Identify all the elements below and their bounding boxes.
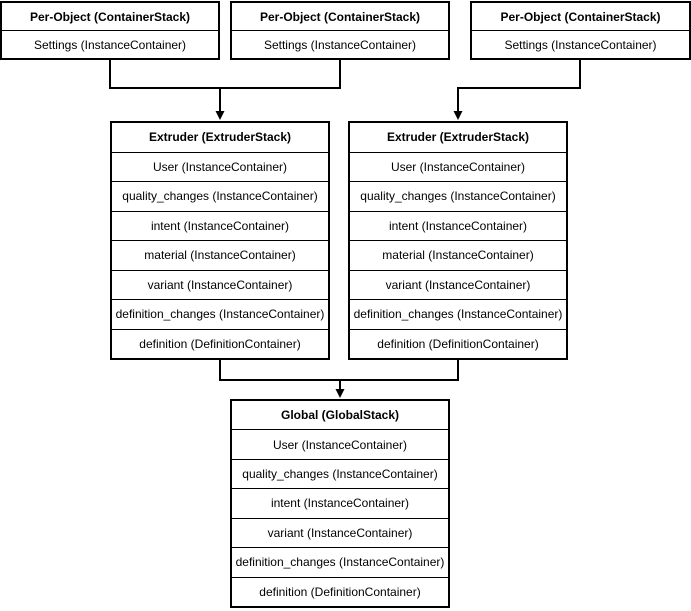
extruder-stack-left-row-material: material (InstanceContainer) <box>112 240 328 270</box>
extruder-stack-right-row-definition-changes: definition_changes (InstanceContainer) <box>350 299 566 329</box>
per-object-stack-1-row-settings: Settings (InstanceContainer) <box>2 30 218 58</box>
per-object-stack-3-title: Per-Object (ContainerStack) <box>500 9 661 24</box>
extruder-stack-right: Extruder (ExtruderStack) User (InstanceC… <box>348 121 568 360</box>
per-object-stack-1: Per-Object (ContainerStack) Settings (In… <box>0 1 220 60</box>
connector-extruders-to-global <box>219 360 459 398</box>
per-object-stack-1-title: Per-Object (ContainerStack) <box>29 9 191 24</box>
extruder-stack-left: Extruder (ExtruderStack) User (InstanceC… <box>110 121 330 360</box>
arrowhead-down-icon <box>215 111 225 120</box>
extruder-stack-left-row-definition-changes: definition_changes (InstanceContainer) <box>112 299 328 329</box>
connector-perobject-to-extruder-right <box>453 60 581 120</box>
global-stack-row-definition: definition (DefinitionContainer) <box>232 576 448 606</box>
per-object-stack-3: Per-Object (ContainerStack) Settings (In… <box>470 1 691 60</box>
extruder-stack-left-row-intent: intent (InstanceContainer) <box>112 210 328 241</box>
extruder-stack-left-title: Extruder (ExtruderStack) <box>148 130 292 145</box>
extruder-stack-right-row-quality-changes: quality_changes (InstanceContainer) <box>350 181 566 211</box>
per-object-stack-3-row-settings: Settings (InstanceContainer) <box>472 30 689 58</box>
extruder-stack-right-row-definition: definition (DefinitionContainer) <box>350 328 566 359</box>
per-object-stack-2: Per-Object (ContainerStack) Settings (In… <box>230 1 450 60</box>
extruder-stack-right-row-variant: variant (InstanceContainer) <box>350 269 566 300</box>
extruder-stack-left-row-definition: definition (DefinitionContainer) <box>112 328 328 359</box>
global-stack-row-intent: intent (InstanceContainer) <box>232 488 448 517</box>
global-stack-row-user: User (InstanceContainer) <box>232 429 448 458</box>
extruder-stack-right-row-user: User (InstanceContainer) <box>350 151 566 182</box>
global-stack-title: Global (GlobalStack) <box>280 408 400 423</box>
global-stack: Global (GlobalStack) User (InstanceConta… <box>230 399 450 608</box>
extruder-stack-right-row-material: material (InstanceContainer) <box>350 240 566 270</box>
global-stack-row-variant: variant (InstanceContainer) <box>232 517 448 547</box>
extruder-stack-left-row-variant: variant (InstanceContainer) <box>112 269 328 300</box>
per-object-stack-2-row-settings: Settings (InstanceContainer) <box>232 30 448 58</box>
extruder-stack-left-row-quality-changes: quality_changes (InstanceContainer) <box>112 181 328 211</box>
connector-perobject-to-extruder-left <box>109 60 341 120</box>
arrowhead-down-icon <box>453 111 463 120</box>
extruder-stack-right-title: Extruder (ExtruderStack) <box>386 130 530 145</box>
per-object-stack-2-title: Per-Object (ContainerStack) <box>259 9 421 24</box>
arrowhead-down-icon <box>335 389 345 398</box>
extruder-stack-right-row-intent: intent (InstanceContainer) <box>350 210 566 241</box>
global-stack-row-quality-changes: quality_changes (InstanceContainer) <box>232 458 448 488</box>
global-stack-row-definition-changes: definition_changes (InstanceContainer) <box>232 547 448 576</box>
extruder-stack-left-row-user: User (InstanceContainer) <box>112 151 328 182</box>
